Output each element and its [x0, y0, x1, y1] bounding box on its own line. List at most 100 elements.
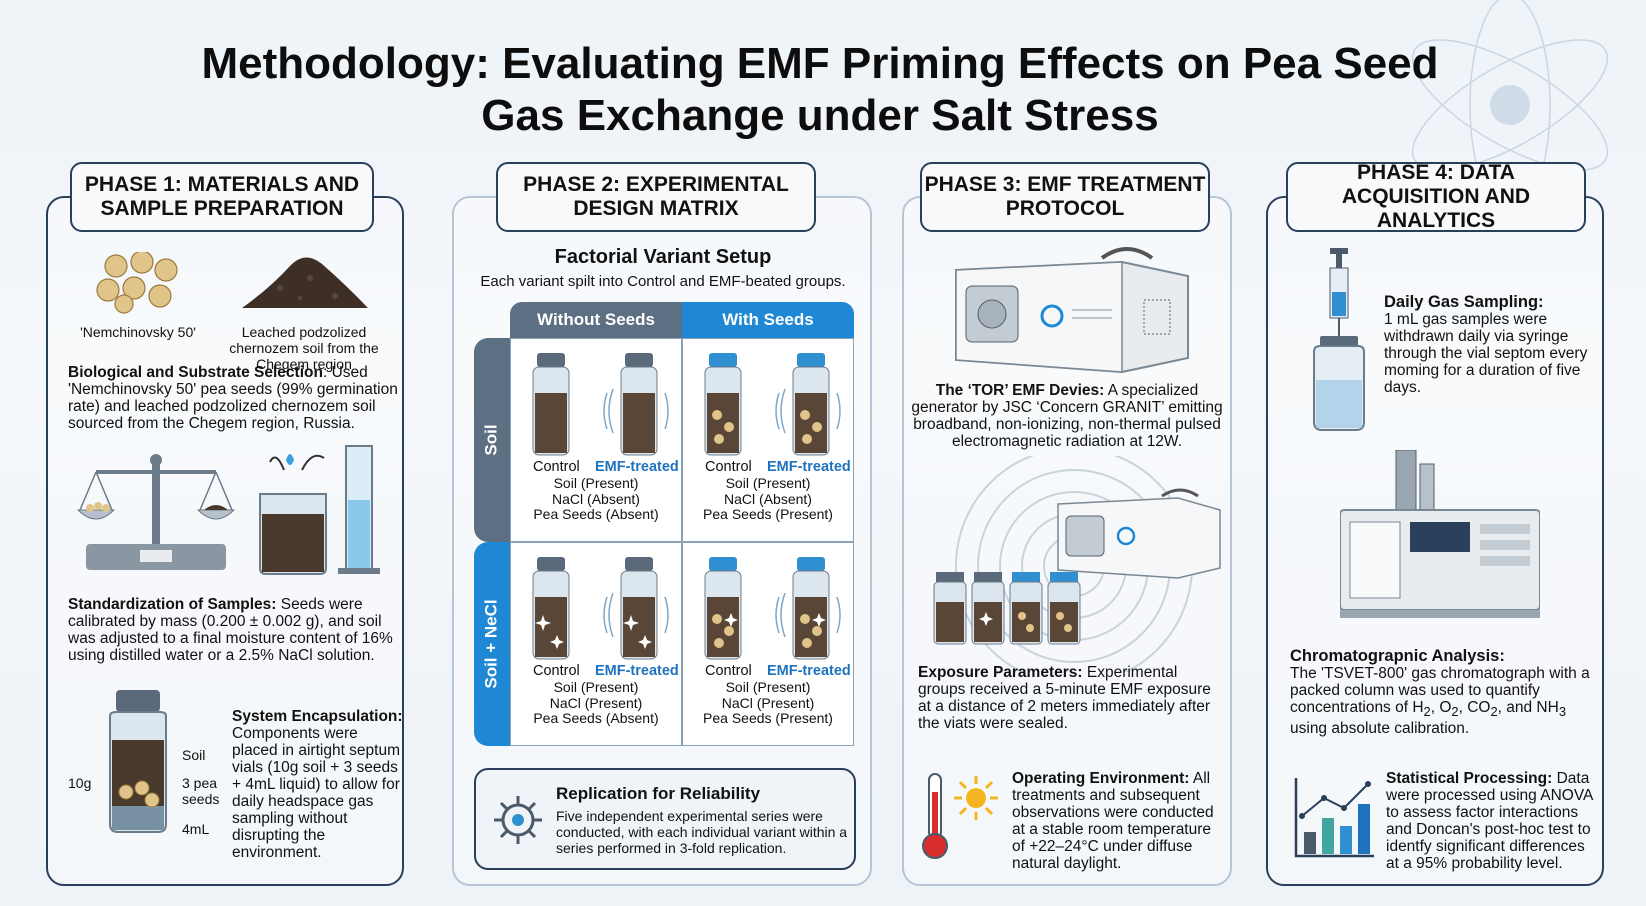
phase-4-heading: PHASE 4: DATA ACQUISITION AND ANALYTICS [1286, 161, 1586, 232]
row-header-soil-nacl: Soil + NeCl [474, 542, 510, 746]
exposure-body: Experimental groups received a 5-minute … [918, 664, 1211, 732]
statistics-text: Statistical Processing: Data were proces… [1386, 770, 1600, 872]
cell-properties: Soil (Present) NaCl (Absent) Pea Seeds (… [511, 475, 681, 523]
gas-sampling-text: Daily Gas Sampling: 1 mL gas samples wer… [1384, 293, 1596, 397]
emf-treated-label: EMF-treated [767, 663, 851, 679]
pea-seeds-image [96, 252, 178, 314]
control-label: Control [533, 663, 580, 679]
cell-nacl: NaCl (Present) [549, 694, 643, 711]
matrix-cell-soil-with-seeds: Control EMF-treated Soil (Present) NaCl … [682, 338, 854, 542]
balance-scale-image [76, 454, 236, 570]
syringe-vial-image [1313, 248, 1365, 431]
chromatographic-title: Chromatograpnic Analysis: [1290, 647, 1505, 665]
chromatographic-sep-3: , and NH [1497, 699, 1559, 716]
phase-1-heading: PHASE 1: MATERIALS AND SAMPLE PREPARATIO… [70, 162, 374, 232]
encapsulation-text: System Encapsulation: Components were pl… [232, 708, 404, 861]
replication-text: Five independent experimental series wer… [556, 808, 848, 856]
gas-chromatograph-image [1340, 450, 1540, 618]
column-header-with-seeds: With Seeds [682, 302, 854, 338]
bio-selection-text: Biological and Substrate Selection: Used… [68, 364, 398, 432]
cell-nacl: NaCl (Absent) [724, 490, 812, 507]
matrix-cell-soil-nacl-without-seeds: Control EMF-treated Soil (Present) NaCl … [510, 542, 682, 746]
phase-3-heading: PHASE 3: EMF TREATMENT PROTOCOL [920, 162, 1210, 232]
emf-generator-image [955, 247, 1189, 374]
cell-properties: Soil (Present) NaCl (Present) Pea Seeds … [683, 679, 853, 727]
gas-sampling-title: Daily Gas Sampling: [1384, 293, 1544, 311]
phase-1-panel [46, 196, 404, 886]
chromatographic-sep-2: , CO [1458, 699, 1491, 716]
bio-selection-title: Biological and Substrate Selection [68, 364, 323, 381]
cell-soil: Soil (Present) [553, 679, 639, 695]
emf-device-body: A specialized generator by JSC ‘Concern … [911, 382, 1223, 450]
encapsulation-body: Components were placed in airtight septu… [232, 725, 401, 861]
environment-title: Operating Environment: [1012, 770, 1190, 787]
standardization-text: Standardization of Samples: Seeds were c… [68, 596, 398, 664]
h2-subscript: 2 [1423, 704, 1431, 720]
chromatographic-body-2: using absolute calibration. [1290, 720, 1470, 738]
vial-pair-image [532, 557, 669, 660]
beaker-cylinder-image [259, 445, 380, 575]
vial-label-mass: 10g [68, 775, 92, 791]
emf-treated-label: EMF-treated [595, 459, 679, 475]
standardization-title: Standardization of Samples: [68, 596, 277, 613]
row-header-soil: Soil [474, 338, 510, 542]
gear-icon [494, 796, 542, 844]
cell-seeds: Pea Seeds (Absent) [533, 710, 659, 726]
chromatographic-sep-1: , O [1430, 699, 1452, 716]
statistics-body: Data were processed using ANOVA to asses… [1386, 770, 1593, 872]
vial-pair-image [704, 557, 841, 660]
gas-sampling-body: 1 mL gas samples were withdrawn daily vi… [1384, 311, 1588, 396]
thermometer-icon [922, 773, 948, 859]
cell-seeds: Pea Seeds (Absent) [533, 506, 659, 522]
emf-treated-label: EMF-treated [595, 663, 679, 679]
vial-pair-image [704, 353, 841, 456]
cell-nacl: NaCl (Absent) [552, 490, 640, 507]
cell-seeds: Pea Seeds (Present) [703, 710, 833, 726]
factorial-setup-title: Factorial Variant Setup [554, 246, 772, 268]
bio-selection-body: : Used 'Nemchinovsky 50' pea seeds (99% … [68, 364, 398, 432]
environment-body: All treatments and subsequent observatio… [1012, 770, 1214, 872]
vial-label-liquid: 4mL [182, 821, 210, 837]
exposure-text: Exposure Parameters: Experimental groups… [918, 664, 1224, 732]
design-matrix: Without Seeds With Seeds Soil Soil + NeC… [474, 302, 854, 746]
emf-generator-small-image [1057, 488, 1221, 579]
o2-subscript: 2 [1451, 704, 1459, 720]
factorial-setup-subtitle: Each variant spilt into Control and EMF-… [480, 273, 846, 290]
co2-subscript: 2 [1490, 704, 1498, 720]
cell-seeds: Pea Seeds (Present) [703, 506, 833, 522]
emf-treated-label: EMF-treated [767, 459, 851, 475]
matrix-cell-soil-without-seeds: Control EMF-treated Soil (Present) NaCl … [510, 338, 682, 542]
emf-device-title: The ‘TOR’ EMF Devies: [935, 382, 1105, 399]
phase-2-heading: PHASE 2: EXPERIMENTAL DESIGN MATRIX [496, 162, 816, 232]
row-header-soil-label: Soil [481, 424, 501, 456]
standardization-body: Seeds were calibrated by mass (0.200 ± 0… [68, 596, 393, 664]
control-label: Control [705, 459, 752, 475]
cell-soil: Soil (Present) [725, 475, 811, 491]
cell-properties: Soil (Present) NaCl (Absent) Pea Seeds (… [683, 475, 853, 523]
cell-soil: Soil (Present) [725, 679, 811, 695]
chromatographic-body-1: The 'TSVET-800' gas chromatograph with a… [1290, 665, 1590, 716]
soil-pile-image [242, 257, 368, 308]
control-label: Control [705, 663, 752, 679]
vial-pair-image [532, 353, 669, 456]
atom-decoration [1411, 0, 1609, 216]
vial-label-soil: Soil [182, 747, 206, 763]
chromatographic-text: Chromatograpnic Analysis: The 'TSVET-800… [1290, 647, 1596, 738]
control-label: Control [533, 459, 580, 475]
cell-nacl: NaCl (Present) [721, 694, 815, 711]
matrix-cell-soil-nacl-with-seeds: Control EMF-treated Soil (Present) NaCl … [682, 542, 854, 746]
statistics-title: Statistical Processing: [1386, 770, 1553, 787]
environment-text: Operating Environment: All treatments an… [1012, 770, 1228, 872]
septum-vial-image [109, 690, 167, 833]
page-title: Methodology: Evaluating EMF Priming Effe… [201, 39, 1439, 140]
cell-soil: Soil (Present) [553, 475, 639, 491]
replication-title: Replication for Reliability [556, 784, 761, 803]
seed-caption: 'Nemchinovsky 50' [80, 324, 196, 340]
sun-icon [954, 776, 998, 820]
row-header-soil-nacl-label: Soil + NeCl [482, 599, 501, 689]
exposure-title: Exposure Parameters: [918, 664, 1083, 681]
vial-label-seeds: 3 pea seeds [182, 775, 220, 807]
cell-properties: Soil (Present) NaCl (Present) Pea Seeds … [511, 679, 681, 727]
statistics-chart-icon [1294, 778, 1374, 858]
emf-device-text: The ‘TOR’ EMF Devies: A specialized gene… [904, 382, 1230, 450]
